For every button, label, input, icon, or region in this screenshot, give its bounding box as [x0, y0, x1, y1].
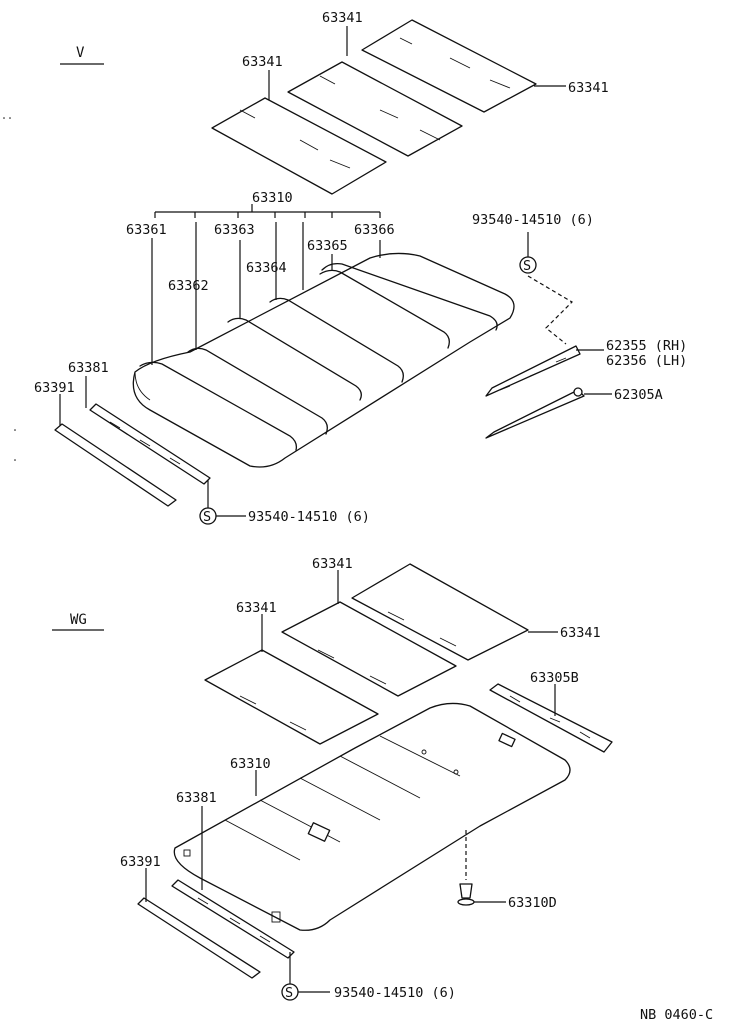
front-trims-top	[54, 403, 211, 507]
section-wg: WG	[52, 612, 104, 631]
sheet-center-seam	[319, 75, 441, 141]
insulation-sheets-top	[211, 19, 537, 195]
label-63365: 63365	[307, 238, 348, 254]
side-retainers	[485, 345, 585, 439]
headlining-front-edge	[134, 371, 151, 401]
assy-bracket-lines	[151, 204, 381, 365]
headlining-panel-top	[132, 252, 515, 468]
roof-bows	[139, 262, 498, 451]
svg-text:S: S	[285, 985, 293, 1001]
top-leaders	[59, 26, 612, 517]
wg-label-63310d: 63310D	[508, 895, 557, 911]
bow-63362	[187, 347, 328, 435]
bow-63361	[139, 361, 298, 451]
wg-label-63310: 63310	[230, 756, 271, 772]
label-62355-rh: 62355 (RH)	[606, 338, 687, 354]
bottom-leaders	[145, 570, 558, 993]
wg-label-clip-bottom: 93540-14510 (6)	[334, 985, 456, 1001]
clip-path-top	[527, 275, 573, 345]
label-63391-top: 63391	[34, 380, 75, 396]
label-clip-top: 93540-14510 (6)	[472, 212, 594, 228]
retainer-62355-part	[485, 345, 581, 397]
label-63363: 63363	[214, 222, 255, 238]
label-62356-lh: 62356 (LH)	[606, 353, 687, 369]
bow-63363	[227, 317, 362, 401]
svg-text:S: S	[523, 258, 531, 274]
wg-trim-63391-part	[137, 897, 261, 979]
scan-specks	[3, 117, 16, 461]
wg-headlining-ribs	[224, 735, 461, 861]
rear-trim-63305b	[489, 683, 613, 753]
wg-insulation-sheet-right	[351, 563, 529, 661]
wg-headlining-lamp-hole	[307, 822, 331, 842]
wg-insulation-sheet-left	[204, 649, 379, 745]
insulation-sheet-center	[287, 61, 463, 157]
label-63362: 63362	[168, 278, 209, 294]
insulation-sheet-left	[211, 97, 387, 195]
trim-63391-part	[54, 423, 177, 507]
label-63361: 63361	[126, 222, 167, 238]
wg-label-63341-right: 63341	[560, 625, 601, 641]
label-63310-assy: 63310	[252, 190, 293, 206]
wg-insulation-sheet-center	[281, 601, 457, 697]
label-63341-left: 63341	[242, 54, 283, 70]
label-63381-top: 63381	[68, 360, 109, 376]
svg-text:S: S	[203, 509, 211, 525]
headlining-body	[132, 252, 515, 468]
section-wg-label: WG	[70, 612, 87, 628]
label-63341-center: 63341	[322, 10, 363, 26]
label-clip-bottom-top: 93540-14510 (6)	[248, 509, 370, 525]
label-62305a: 62305A	[614, 387, 663, 403]
wg-label-63341-center: 63341	[312, 556, 353, 572]
label-63364: 63364	[246, 260, 287, 276]
insulation-sheet-right	[361, 19, 537, 113]
sheet-right-seam	[399, 37, 511, 89]
wg-headlining-body	[173, 702, 571, 931]
label-63366: 63366	[354, 222, 395, 238]
insulation-sheets-bottom	[204, 563, 529, 745]
wg-label-63381: 63381	[176, 790, 217, 806]
bow-63365	[319, 269, 450, 349]
bow-63364	[269, 297, 404, 383]
weatherstrip-62305a-part	[485, 389, 585, 439]
push-clip-icon	[457, 830, 475, 906]
sheet-left-seam	[239, 109, 351, 169]
bow-63366	[321, 262, 498, 331]
wg-label-63341-left: 63341	[236, 600, 277, 616]
label-63341-right: 63341	[568, 80, 609, 96]
wg-label-63305b: 63305B	[530, 670, 579, 686]
wg-front-trims	[137, 879, 295, 979]
screw-clip-icon: S	[519, 256, 537, 274]
screw-clip-icon: S	[281, 983, 299, 1001]
wg-label-63391: 63391	[120, 854, 161, 870]
wg-headlining	[173, 702, 571, 931]
screw-clip-icon: S	[199, 507, 217, 525]
section-v-label: V	[76, 45, 85, 61]
section-v: V	[60, 45, 104, 65]
footer-code: NB 0460-C	[640, 1007, 713, 1023]
